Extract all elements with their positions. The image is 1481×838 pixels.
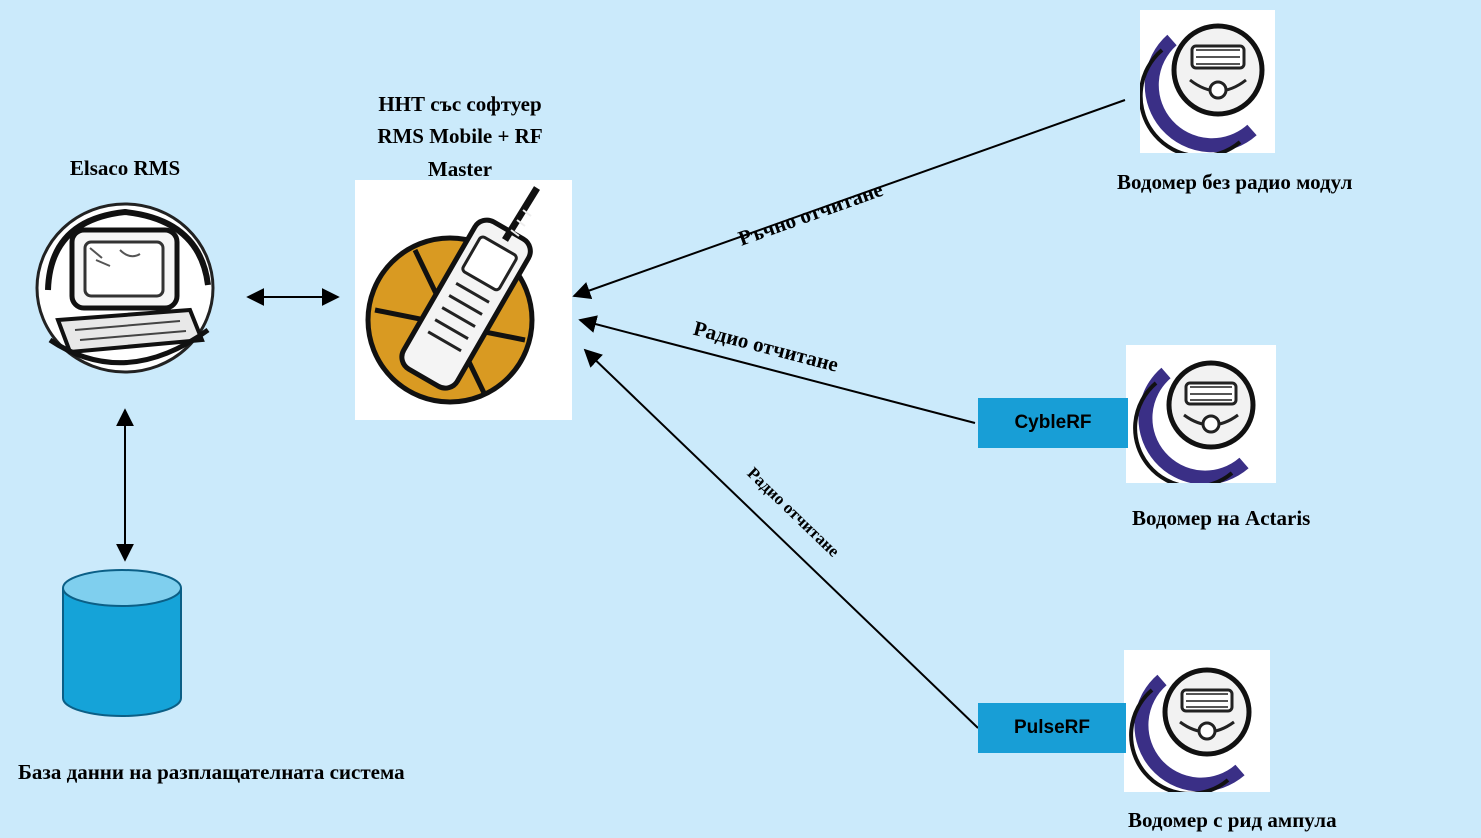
database-icon [62, 569, 182, 717]
water-meter-icon [1138, 23, 1265, 159]
manual-reading-line [572, 99, 1126, 300]
handheld-label-line-1: ННТ със софтуер [378, 92, 542, 116]
handheld-panel [355, 180, 572, 420]
computer-icon [35, 202, 215, 374]
meter-reed-label: Водомер с рид ампула [1128, 808, 1337, 832]
handheld-label-line-3: Master [427, 157, 493, 181]
database-label: База данни на разплащателната система [18, 760, 405, 784]
server-label: Elsaco RMS [69, 156, 181, 180]
meter-actaris-panel [1126, 345, 1276, 489]
cyble-rf-module: CybleRF [978, 398, 1128, 448]
water-meter-icon [1133, 360, 1256, 489]
meter-plain-panel [1138, 10, 1275, 159]
meter-reed-panel [1124, 650, 1270, 796]
handheld-label-line-2: RMS Mobile + RF [377, 124, 543, 148]
water-meter-icon [1129, 667, 1252, 796]
meter-plain-label: Водомер без радио модул [1117, 170, 1353, 194]
radio-reading-line-pulse [583, 348, 979, 729]
meter-actaris-label: Водомер на Actaris [1132, 506, 1311, 530]
radio-reading-line-cyble [578, 315, 976, 424]
pulse-rf-module: PulseRF [978, 703, 1126, 753]
handheld-terminal-icon [365, 186, 540, 405]
